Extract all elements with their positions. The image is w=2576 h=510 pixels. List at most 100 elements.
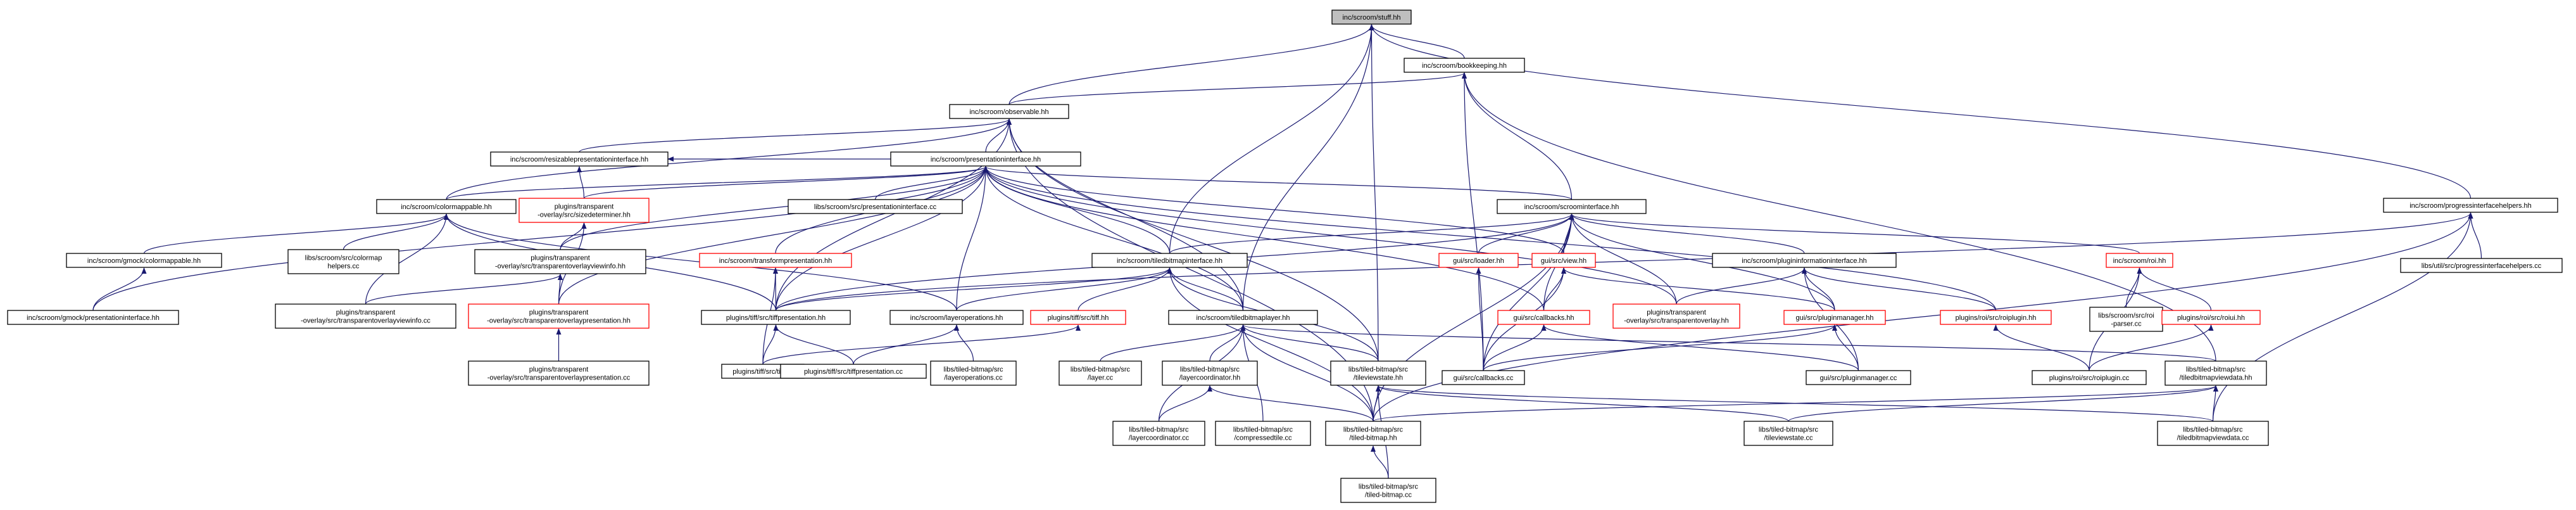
graph-node-colormappable[interactable]: inc/scroom/colormappable.hh [376,199,517,214]
graph-node-roiplugin-hh[interactable]: plugins/roi/src/roiplugin.hh [1940,310,2052,325]
edge-sizedeterminer-to-resizable [577,166,585,199]
node-label: inc/scroom/bookkeeping.hh [1422,62,1507,70]
node-label: libs/tiled-bitmap/src [1233,426,1293,434]
node-box [1331,10,1412,25]
node-label: gui/src/pluginmanager.hh [1796,314,1874,322]
edge-tiledbitmapiface-to-stuff [1169,24,1374,254]
graph-node-tiledbitmaplayer[interactable]: inc/scroom/tiledbitmaplayer.hh [1168,310,1318,325]
graph-node-layercoord-hh[interactable]: libs/tiled-bitmap/src/layercoordinator.h… [1162,360,1258,386]
graph-node-tiff-hh[interactable]: plugins/tiff/src/tiff.hh [1030,310,1126,325]
node-label: inc/scroom/resizablepresentationinterfac… [510,156,648,163]
graph-node-stuff[interactable]: inc/scroom/stuff.hh [1331,10,1412,25]
graph-node-layerops-cc[interactable]: libs/tiled-bitmap/src/layeroperations.cc [930,360,1017,386]
edge-transparentoverlay-hh-to-plugininfo [1676,267,1807,305]
edge-tiledbitmaplayer-to-stuff [1242,24,1374,311]
graph-node-tovinfo-hh[interactable]: plugins/transparent-overlay/src/transpar… [474,249,646,274]
graph-node-tiledbitmap-hh[interactable]: libs/tiled-bitmap/src/tiled-bitmap.hh [1325,421,1421,446]
node-label: helpers.cc [327,263,360,271]
node-label: /tileviewstate.hh [1354,374,1403,382]
graph-node-progresshelpers-cc[interactable]: libs/util/src/progressinterfacehelpers.c… [2400,258,2563,273]
graph-node-roi[interactable]: inc/scroom/roi.hh [2106,253,2173,268]
graph-node-sizedeterminer[interactable]: plugins/transparent-overlay/src/sizedete… [518,198,650,223]
node-label: plugins/transparent [531,255,590,262]
node-label: plugins/tiff/src/tiffpresentation.cc [804,368,903,376]
node-label: gui/src/callbacks.hh [1514,314,1574,322]
graph-node-bookkeeping[interactable]: inc/scroom/bookkeeping.hh [1404,58,1525,73]
graph-node-tileviewstate-cc[interactable]: libs/tiled-bitmap/src/tileviewstate.cc [1744,421,1833,446]
graph-node-presiface-cc[interactable]: libs/scroom/src/presentationinterface.cc [788,199,963,214]
graph-node-tbviewdata-hh[interactable]: libs/tiled-bitmap/src/tiledbitmapviewdat… [2164,360,2267,386]
edge-tileviewstate-hh-to-stuff [1369,24,1379,362]
graph-node-gmock-colormappable[interactable]: inc/scroom/gmock/colormappable.hh [66,253,222,268]
node-label: libs/scroom/src/presentationinterface.cc [814,203,937,211]
edge-scroominterface-to-bookkeeping [1462,72,1573,200]
graph-node-resizable[interactable]: inc/scroom/resizablepresentationinterfac… [490,151,669,167]
edge-tileviewstate-cc-to-tbviewdata-hh [1788,385,2218,422]
graph-node-progresshelpers[interactable]: inc/scroom/progressinterfacehelpers.hh [2383,198,2558,213]
graph-node-compressedtile[interactable]: libs/tiled-bitmap/src/compressedtile.cc [1215,421,1311,446]
node-label: -overlay/src/transparentoverlaypresentat… [487,317,631,325]
edge-tileviewstate-cc-to-tileviewstate-hh [1376,385,1789,422]
graph-node-roiplugin-cc[interactable]: plugins/roi/src/roiplugin.cc [2032,370,2147,385]
graph-node-tovinfo-cc[interactable]: plugins/transparent-overlay/src/transpar… [275,303,456,329]
graph-node-observable[interactable]: inc/scroom/observable.hh [949,104,1069,119]
node-box [1215,421,1311,446]
node-box [1059,360,1142,386]
node-box [2164,360,2267,386]
graph-node-transparentoverlay-hh[interactable]: plugins/transparent-overlay/src/transpar… [1612,303,1740,329]
graph-node-tileviewstate-hh[interactable]: libs/tiled-bitmap/src/tileviewstate.hh [1330,360,1426,386]
graph-node-loader[interactable]: gui/src/loader.hh [1438,253,1519,268]
node-label: /tiled-bitmap.hh [1349,435,1397,442]
edge-layerops-hh-to-presiface [956,166,988,311]
graph-node-callbacks-hh[interactable]: gui/src/callbacks.hh [1497,310,1590,325]
node-label: inc/scroom/scroominterface.hh [1524,203,1619,211]
graph-node-layerops-hh[interactable]: inc/scroom/layeroperations.hh [889,310,1024,325]
graph-node-tovpres-cc[interactable]: plugins/transparent-overlay/src/transpar… [468,360,650,386]
graph-node-gmock-presiface[interactable]: inc/scroom/gmock/presentationinterface.h… [7,310,179,325]
node-box [1030,310,1126,325]
edge-transparentoverlay-hh-to-presiface [983,166,1677,305]
node-box [275,303,456,329]
node-label: inc/scroom/stuff.hh [1342,14,1400,22]
graph-node-tiledbitmapiface[interactable]: inc/scroom/tiledbitmapinterface.hh [1091,253,1248,268]
node-label: libs/tiled-bitmap/src [2183,426,2243,434]
graph-node-callbacks-cc[interactable]: gui/src/callbacks.cc [1442,370,1525,385]
node-label: /layercoordinator.cc [1129,435,1190,442]
graph-node-plugininfo[interactable]: inc/scroom/plugininformationinterface.hh [1712,253,1897,268]
graph-node-scroominterface[interactable]: inc/scroom/scroominterface.hh [1497,199,1647,214]
graph-node-layer-cc[interactable]: libs/tiled-bitmap/src/layer.cc [1059,360,1142,386]
graph-node-roiui-hh[interactable]: plugins/roi/src/roiui.hh [2161,310,2261,325]
edge-tovinfo-cc-to-colormappable [365,214,449,305]
node-box [7,310,179,325]
node-box [518,198,650,223]
graph-node-tbviewdata-cc[interactable]: libs/tiled-bitmap/src/tiledbitmapviewdat… [2157,421,2269,446]
graph-node-view[interactable]: gui/src/view.hh [1531,253,1596,268]
edge-tovinfo-hh-to-presiface [560,166,988,250]
node-label: inc/scroom/gmock/presentationinterface.h… [27,314,160,322]
graph-node-tiledbitmap-cc[interactable]: libs/tiled-bitmap/src/tiled-bitmap.cc [1340,478,1436,503]
node-box [2400,258,2563,273]
node-box [1442,370,1525,385]
graph-node-tiffpres-hh[interactable]: plugins/tiff/src/tiffpresentation.hh [701,310,851,325]
graph-node-roi-parser[interactable]: libs/scroom/src/roi-parser.cc [2089,307,2163,332]
graph-node-pluginmanager-hh[interactable]: gui/src/pluginmanager.hh [1783,310,1886,325]
edge-tovpres-hh-to-tovinfo-hh [557,274,563,305]
graph-node-tiffpres-cc[interactable]: plugins/tiff/src/tiffpresentation.cc [780,364,927,379]
graph-node-pluginmanager-cc[interactable]: gui/src/pluginmanager.cc [1806,370,1911,385]
edge-tiffpres-hh-to-presiface [775,166,988,311]
node-box [1438,253,1519,268]
graph-node-tovpres-hh[interactable]: plugins/transparent-overlay/src/transpar… [468,303,650,329]
node-label: libs/tiled-bitmap/src [1071,366,1131,374]
graph-node-transformpres[interactable]: inc/scroom/transformpresentation.hh [699,253,852,268]
node-box [2157,421,2269,446]
graph-node-layercoord-cc[interactable]: libs/tiled-bitmap/src/layercoordinator.c… [1112,421,1205,446]
edge-callbacks-hh-to-presiface [983,166,1545,311]
node-box [2383,198,2558,213]
edge-layerops-cc-to-layerops-hh [954,324,974,362]
graph-node-presiface[interactable]: inc/scroom/presentationinterface.hh [890,151,1081,167]
edge-loader-to-scroominterface [1478,214,1574,254]
node-label: -overlay/src/transparentoverlay.hh [1624,317,1728,325]
edge-layer-cc-to-tiledbitmaplayer [1100,324,1246,362]
node-label: plugins/transparent [1647,309,1706,317]
